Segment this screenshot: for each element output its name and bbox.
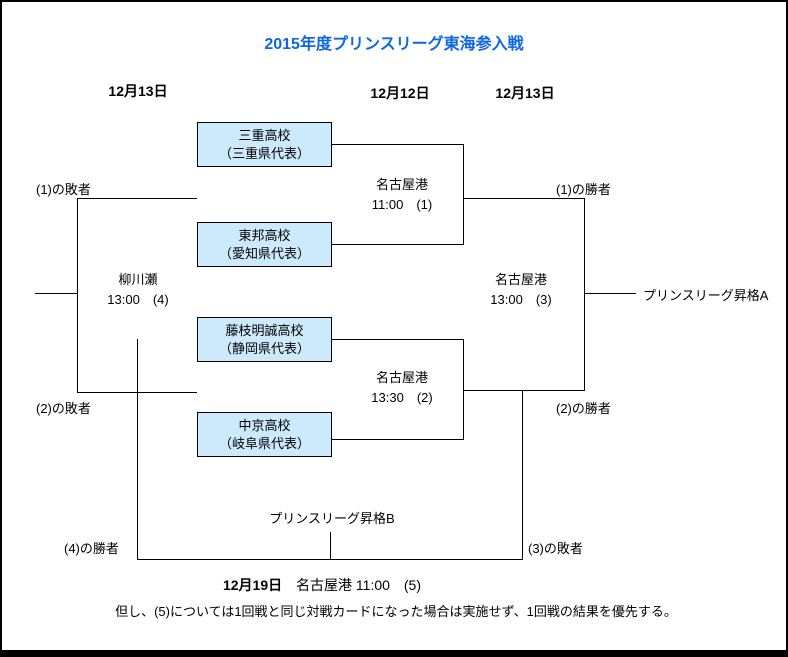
team-representative: （静岡県代表） (218, 340, 310, 356)
promotion-a-label: プリンスリーグ昇格A (643, 288, 769, 303)
match1-venue: 名古屋港 (375, 177, 428, 192)
bracket-line-box3-out (332, 339, 463, 340)
team-name: 東邦高校 (238, 227, 291, 243)
bracket-line-winner2 (463, 390, 584, 391)
bracket-line-match4-out (35, 293, 78, 294)
match3-venue: 名古屋港 (494, 272, 547, 287)
promotion-b-label: プリンスリーグ昇格B (269, 511, 395, 526)
team-box-fujieda-meisei: 藤枝明誠高校 （静岡県代表） (197, 317, 332, 362)
bracket-line-loser1-in (77, 198, 197, 199)
team-box-toho: 東邦高校 （愛知県代表） (197, 222, 332, 267)
match5-info-line: 12月19日 名古屋港 11:00 (5) (2, 575, 642, 595)
footer-note: 但し、(5)については1回戦と同じ対戦カードになった場合は実施せず、1回戦の結果… (115, 604, 677, 619)
page-title: 2015年度プリンスリーグ東海参入戦 (264, 36, 524, 53)
bracket-line-match2-vertical (463, 339, 464, 440)
team-name: 三重高校 (238, 127, 291, 143)
bracket-line-match1-vertical (463, 144, 464, 245)
match5-venue-time: 名古屋港 11:00 (5) (296, 577, 422, 593)
winner2-label: (2)の勝者 (556, 401, 611, 416)
bracket-line-match3-vertical (584, 198, 585, 391)
date-header-right: 12月13日 (495, 85, 555, 101)
winner4-label: (4)の勝者 (64, 541, 119, 556)
date-header-middle: 12月12日 (370, 85, 430, 101)
team-name: 中京高校 (238, 417, 291, 433)
team-representative: （岐阜県代表） (218, 435, 310, 451)
bracket-line-match4-vertical (77, 198, 78, 393)
team-representative: （三重県代表） (218, 145, 310, 161)
team-representative: （愛知県代表） (218, 245, 310, 261)
date-header-left: 12月13日 (108, 83, 168, 99)
match4-label: 柳川瀬 13:00 (4) (73, 270, 203, 310)
match4-venue: 柳川瀬 (118, 272, 158, 287)
match5-date: 12月19日 (222, 577, 283, 593)
match1-time: 11:00 (1) (371, 197, 433, 212)
bracket-line-promotion-a-out (584, 293, 636, 294)
match2-venue: 名古屋港 (375, 370, 428, 385)
bracket-line-box2-out (332, 244, 463, 245)
match4-time: 13:00 (4) (107, 292, 169, 307)
team-box-chukyo: 中京高校 （岐阜県代表） (197, 412, 332, 457)
match1-label: 名古屋港 11:00 (1) (337, 175, 467, 215)
match2-label: 名古屋港 13:30 (2) (337, 368, 467, 408)
loser2-label: (2)の敗者 (36, 401, 91, 416)
team-name: 藤枝明誠高校 (225, 322, 304, 338)
bracket-line-loser3-drop (522, 390, 523, 560)
match2-time: 13:30 (2) (371, 390, 433, 405)
bracket-line-winner4-drop (137, 339, 138, 560)
winner1-label: (1)の勝者 (556, 182, 611, 197)
bracket-line-box4-out (332, 439, 463, 440)
match3-time: 13:00 (3) (490, 292, 552, 307)
bracket-line-box1-out (332, 144, 463, 145)
team-box-mie: 三重高校 （三重県代表） (197, 122, 332, 167)
loser3-label: (3)の敗者 (528, 541, 583, 556)
bracket-line-winner1 (463, 198, 584, 199)
bracket-line-promotion-b-stub (330, 532, 331, 560)
match3-label: 名古屋港 13:00 (3) (456, 270, 586, 310)
loser1-label: (1)の敗者 (36, 182, 91, 197)
